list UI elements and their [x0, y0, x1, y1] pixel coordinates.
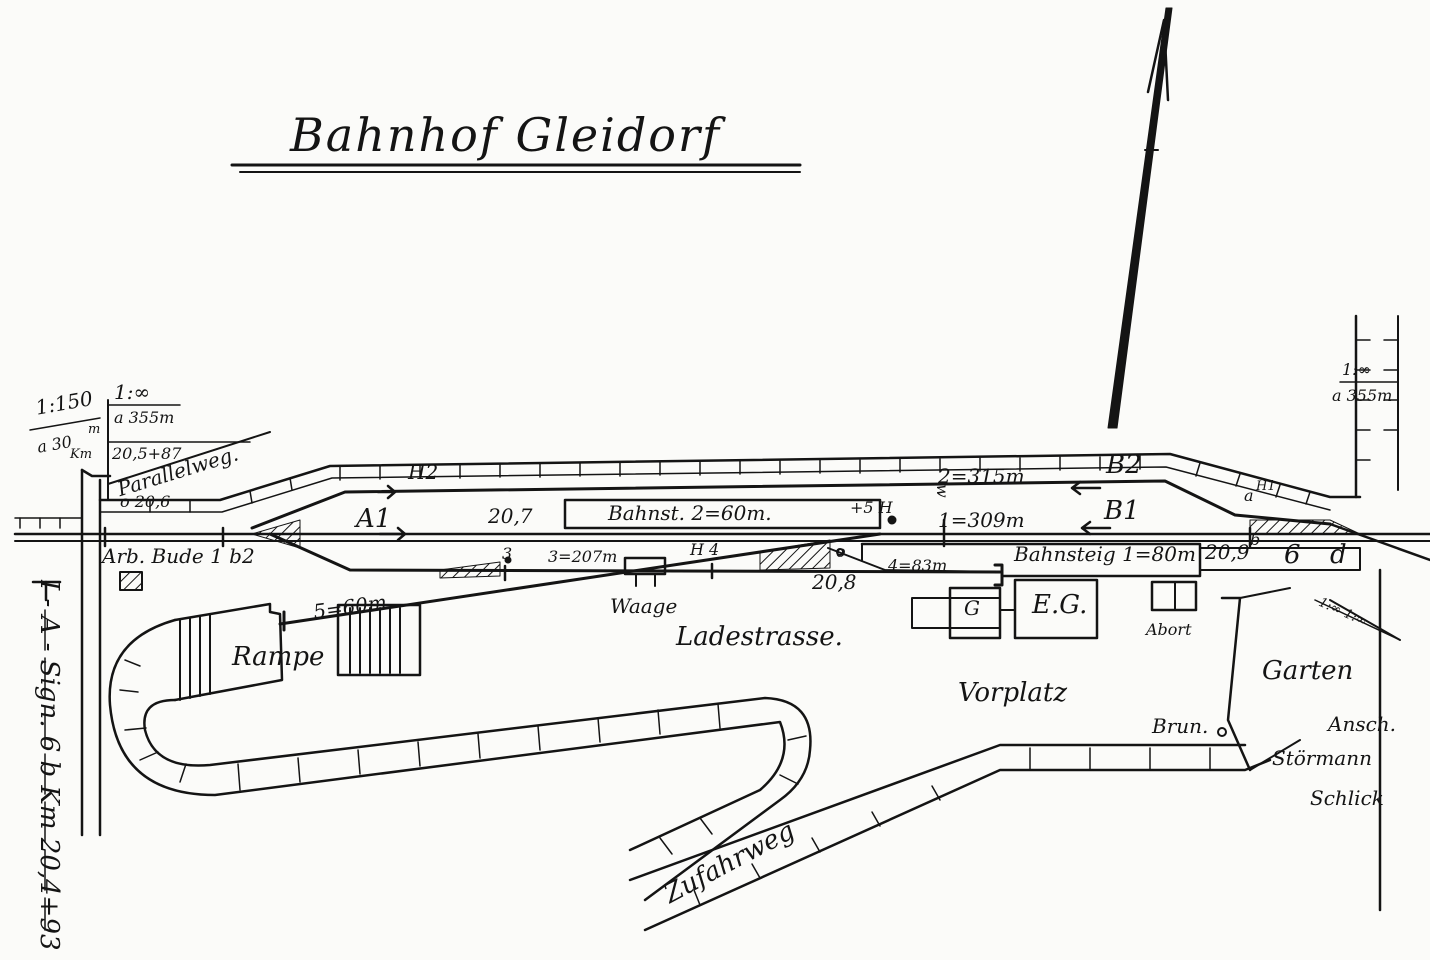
brunnen-icon: [1217, 727, 1227, 737]
distance-label-right: a 355m: [1332, 386, 1393, 405]
signal-label-h4: H 4: [690, 540, 720, 559]
arb-bude-label: Arb. Bude 1 b2: [102, 544, 255, 568]
brunnen-label: Brun.: [1152, 714, 1209, 738]
goods-shed-label: G: [964, 596, 980, 620]
elevation-207: 20,7: [488, 504, 533, 528]
north-arrow-icon: [1107, 7, 1173, 429]
rampe-label: Rampe: [232, 642, 325, 672]
abort-label: Abort: [1146, 620, 1192, 639]
bahnsteig-2: [563, 498, 882, 530]
track-label-6: 6: [1284, 540, 1301, 570]
waage-label: Waage: [610, 594, 678, 618]
track-label-b: b: [1250, 530, 1261, 549]
scale-label-right: 1:∞: [1342, 360, 1371, 379]
owner-line-2: Störmann: [1272, 746, 1372, 770]
goods-shed: [911, 597, 1001, 629]
garten-label: Garten: [1262, 656, 1354, 686]
signal-note: I - A - Sign. 6 b Km 20,4+93: [34, 580, 64, 951]
bahnsteig-1-label: Bahnsteig 1=80m: [1014, 542, 1196, 566]
station-building-label: E.G.: [1032, 590, 1088, 620]
elevation-206: o 20,6: [120, 492, 171, 511]
scale-label-left-b: 1:∞: [114, 380, 151, 404]
arb-bude-building: [119, 571, 143, 591]
bahnsteig-1: [860, 542, 1202, 578]
garten-boundary: [1220, 596, 1252, 772]
km-label-left-b: Km: [70, 447, 93, 462]
switch-label-3: 3: [502, 544, 513, 563]
ladestrasse-label: Ladestrasse.: [676, 622, 843, 652]
vorplatz-label: Vorplatz: [958, 678, 1068, 708]
owner-line-1: Ansch.: [1328, 712, 1397, 736]
elevation-209: 20,9: [1205, 540, 1250, 564]
track-2: [250, 479, 1332, 530]
km-value-left: 20,5+87: [112, 444, 182, 463]
waage-building: [623, 556, 667, 576]
distance-label-left: a 355m: [114, 408, 175, 427]
parallelweg-embankment: [98, 452, 1362, 502]
track-label-w: w: [933, 484, 952, 498]
bahnsteig-2-label: Bahnst. 2=60m.: [608, 501, 772, 525]
signal-label-a1: A1: [356, 504, 392, 534]
track-4-length: 4=83m: [888, 556, 948, 575]
owner-line-3: Schlick: [1310, 786, 1384, 810]
track-label-a: a: [1244, 486, 1254, 505]
track-direction-arrows: [376, 480, 1112, 542]
track-3-length: 3=207m: [548, 547, 618, 566]
rampe: [173, 602, 284, 702]
signal-label-h5: +5 H: [850, 498, 893, 517]
page-title: Bahnhof Gleidorf: [290, 108, 721, 162]
track-2-length: 2=315m: [938, 464, 1025, 488]
signal-label-h1: H1: [1256, 479, 1276, 494]
zufahrweg-road: [108, 618, 786, 852]
track-1-length: 1=309m: [938, 508, 1025, 532]
signal-label-h2: H2: [408, 460, 439, 484]
km-unit-left: m: [88, 422, 101, 437]
signal-label-b2: B2: [1106, 450, 1142, 480]
track-label-d: d: [1330, 540, 1347, 570]
switch-label-o: o: [836, 542, 846, 561]
signal-label-b1: B1: [1104, 496, 1140, 526]
elevation-208: 20,8: [812, 570, 857, 594]
